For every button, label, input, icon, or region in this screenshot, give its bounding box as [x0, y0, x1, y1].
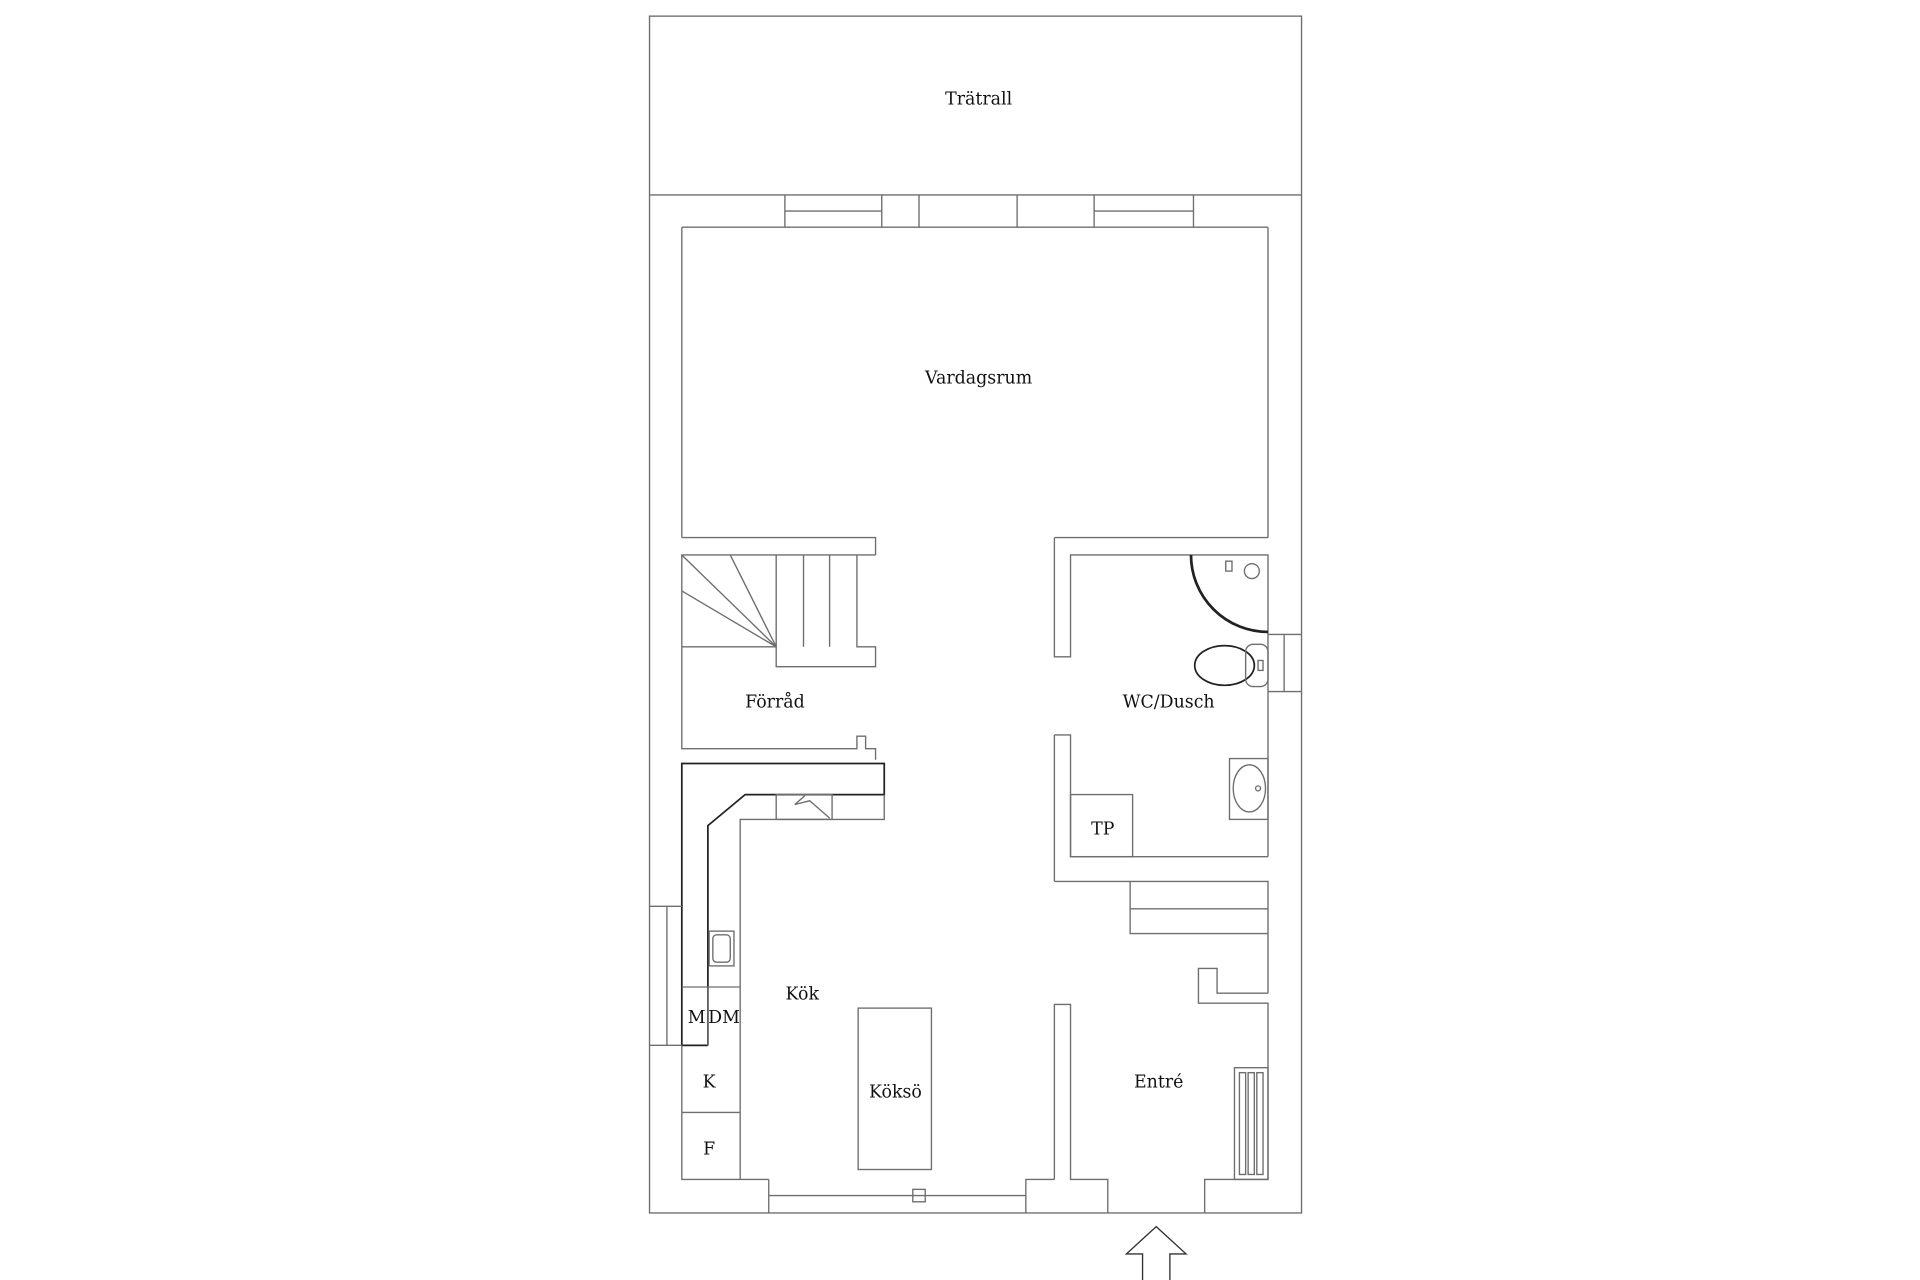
room-label-kitchen: Kök [786, 984, 820, 1004]
washbasin-icon [1228, 757, 1269, 821]
appliance-label-freezer: F [703, 1140, 715, 1160]
window-right [1267, 633, 1302, 693]
room-label-living: Vardagsrum [924, 369, 1032, 389]
room-label-bathroom: WC/Dusch [1123, 693, 1215, 713]
appliance-label-fridge: K [703, 1073, 717, 1093]
room-label-storage: Förråd [745, 693, 805, 713]
window-top-right [919, 194, 1268, 228]
room-label-island: Köksö [869, 1083, 922, 1103]
room-label-tp: TP [1091, 819, 1115, 839]
walls [648, 15, 1303, 1214]
room-label-entrance: Entré [1134, 1073, 1183, 1093]
entrance-arrow-icon [1124, 1225, 1188, 1280]
radiator-icon [1233, 1067, 1269, 1181]
appliance-label-dishwasher: DM [708, 1008, 740, 1028]
room-label-deck: Trätrall [945, 89, 1012, 109]
window-top-left [681, 194, 920, 228]
kitchen-sink-icon [708, 930, 735, 967]
staircase-icon [681, 554, 877, 760]
stove-icon [775, 793, 833, 821]
appliance-label-microwave: M [688, 1008, 706, 1028]
shelf [1129, 881, 1268, 935]
shower-icon [1189, 554, 1268, 634]
window-bottom [768, 1178, 1055, 1213]
window-left [649, 905, 682, 1047]
toilet-icon [1193, 643, 1269, 688]
kitchen-counter [680, 762, 886, 1181]
kitchen-island [857, 1007, 933, 1171]
